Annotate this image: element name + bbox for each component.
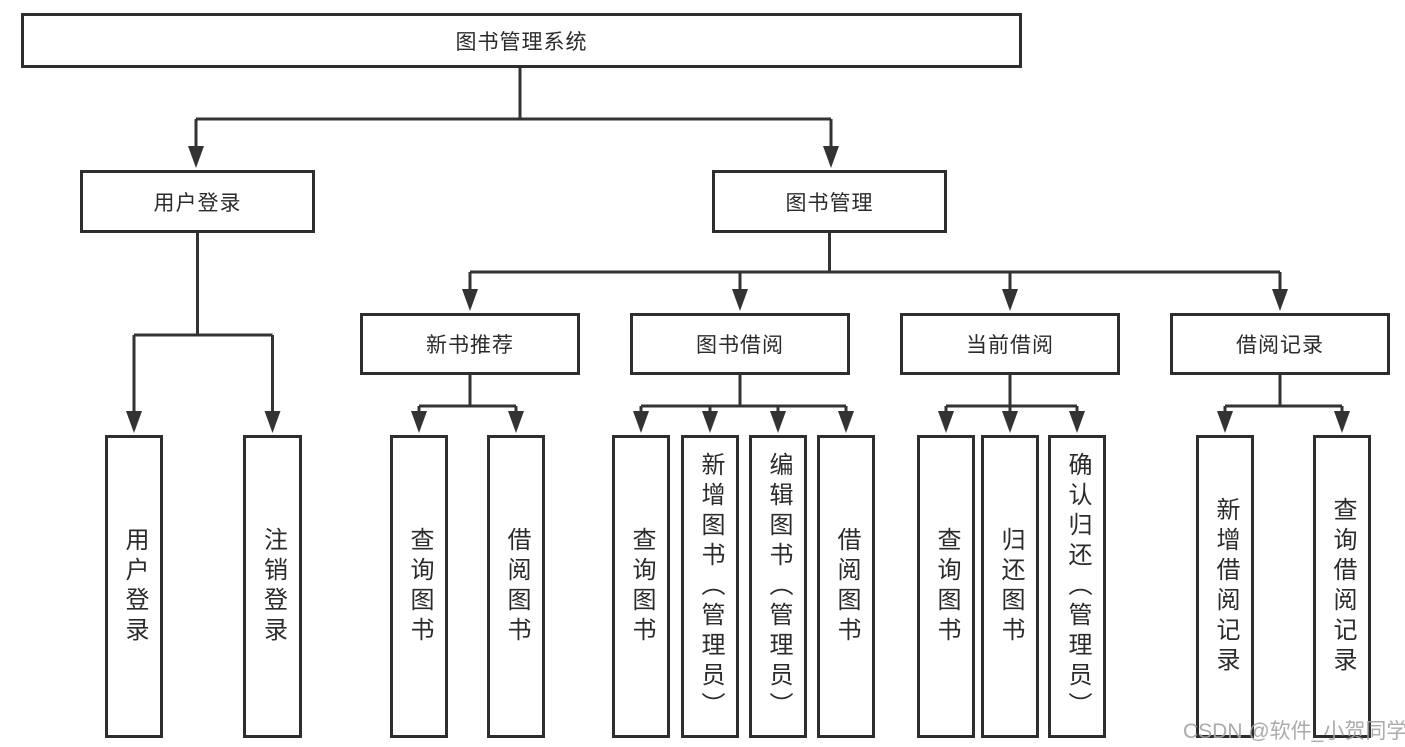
leaf-recommendation-borrow-book: 借阅图书 [487, 435, 545, 738]
node-book-management: 图书管理 [712, 170, 947, 233]
leaf-records-add-record: 新增借阅记录 [1196, 435, 1254, 738]
leaf-current-confirm-return-admin: 确认归还（管理员） [1048, 435, 1106, 738]
leaf-borrowing-edit-book-admin: 编辑图书（管理员） [749, 435, 807, 738]
leaf-borrowing-add-book-admin: 新增图书（管理员） [681, 435, 739, 738]
tree-edges [132, 68, 1344, 415]
node-new-book-recommendation: 新书推荐 [360, 313, 580, 375]
leaf-logout: 注销登录 [243, 435, 302, 738]
csdn-watermark: CSDN @软件_小贺同学 [1183, 720, 1405, 743]
leaf-current-return-book: 归还图书 [981, 435, 1039, 738]
node-current-borrowing: 当前借阅 [900, 313, 1120, 375]
leaf-borrowing-query-book: 查询图书 [612, 435, 670, 738]
leaf-current-query-book: 查询图书 [917, 435, 975, 738]
node-borrowing-records: 借阅记录 [1170, 313, 1390, 375]
leaf-recommendation-query-book: 查询图书 [390, 435, 448, 738]
leaf-records-query-record: 查询借阅记录 [1313, 435, 1371, 738]
leaf-user-login: 用户登录 [105, 435, 163, 738]
arrowheads [126, 146, 1350, 433]
node-user-login: 用户登录 [80, 170, 315, 233]
node-book-borrowing: 图书借阅 [630, 313, 850, 375]
node-root: 图书管理系统 [21, 13, 1022, 68]
leaf-borrowing-borrow-book: 借阅图书 [817, 435, 875, 738]
